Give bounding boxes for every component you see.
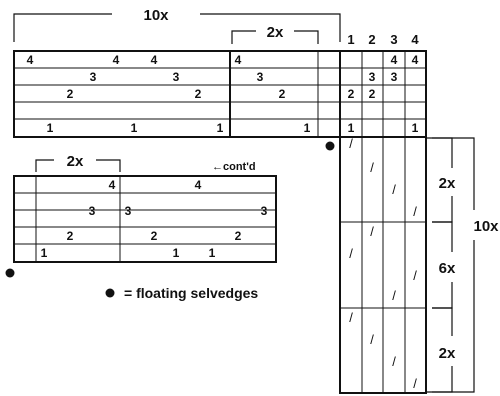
top-inner-repeat-label: 2x bbox=[267, 24, 284, 41]
side-total-bracket bbox=[426, 137, 475, 210]
treadle-mark: / bbox=[370, 332, 374, 347]
side-b-label: 6x bbox=[439, 260, 456, 277]
tieup-number: 1 bbox=[412, 121, 419, 135]
tieup-numbers: 4 4 3 3 2 2 1 1 bbox=[348, 53, 419, 135]
treadle-mark: / bbox=[392, 182, 396, 197]
treadle-mark: / bbox=[392, 354, 396, 369]
thread-number: 3 bbox=[261, 204, 268, 218]
thread-number: 2 bbox=[279, 87, 286, 101]
treadle-mark: / bbox=[370, 224, 374, 239]
top-inner-repeat-bracket bbox=[231, 30, 256, 44]
thread-number: 3 bbox=[89, 204, 96, 218]
legend-dot bbox=[105, 288, 115, 298]
thread-number: 2 bbox=[67, 229, 74, 243]
side-a-bracket bbox=[432, 137, 453, 168]
tieup-number: 2 bbox=[369, 87, 376, 101]
treadle-mark: / bbox=[413, 204, 417, 219]
treadle-mark: / bbox=[370, 160, 374, 175]
treadling-marks: / / / / / / / / / / / / bbox=[349, 136, 417, 391]
treadle-mark: / bbox=[413, 268, 417, 283]
thread-number: 1 bbox=[47, 121, 54, 135]
shaft-headers: 1 2 3 4 bbox=[347, 32, 419, 47]
thread-number: 3 bbox=[125, 204, 132, 218]
side-total-label: 10x bbox=[473, 218, 499, 235]
treadle-mark: / bbox=[349, 136, 353, 151]
thread-number: 4 bbox=[195, 178, 202, 192]
threading-cont-numbers: 4 4 3 3 3 2 2 2 1 1 1 bbox=[41, 178, 268, 260]
thread-number: 3 bbox=[257, 70, 264, 84]
thread-number: 4 bbox=[235, 53, 242, 67]
tieup-number: 1 bbox=[348, 121, 355, 135]
side-b-bracket bbox=[432, 221, 453, 252]
tieup-number: 4 bbox=[412, 53, 419, 67]
cont-note: ←cont'd bbox=[212, 161, 256, 173]
thread-number: 3 bbox=[173, 70, 180, 84]
shaft-header: 2 bbox=[368, 32, 375, 47]
treadle-mark: / bbox=[413, 376, 417, 391]
thread-number: 1 bbox=[131, 121, 138, 135]
selvedge-dot-main bbox=[325, 141, 335, 151]
thread-number: 1 bbox=[209, 246, 216, 260]
tieup-number: 3 bbox=[391, 70, 398, 84]
threading-main-numbers: 4 4 4 4 3 3 3 2 2 2 1 1 1 1 bbox=[27, 53, 311, 135]
side-c-bracket bbox=[432, 307, 453, 336]
thread-number: 2 bbox=[151, 229, 158, 243]
shaft-header: 4 bbox=[411, 32, 419, 47]
thread-number: 2 bbox=[235, 229, 242, 243]
cont-repeat-label: 2x bbox=[67, 153, 84, 170]
threading-main-grid bbox=[13, 50, 341, 138]
threading-cont-grid bbox=[13, 175, 277, 263]
side-c-label: 2x bbox=[439, 345, 456, 362]
tieup-number: 2 bbox=[348, 87, 355, 101]
thread-number: 3 bbox=[90, 70, 97, 84]
thread-number: 2 bbox=[67, 87, 74, 101]
tieup-number: 4 bbox=[391, 53, 398, 67]
thread-number: 4 bbox=[109, 178, 116, 192]
selvedge-dot-cont bbox=[5, 268, 15, 278]
legend-text: = floating selvedges bbox=[124, 285, 258, 301]
shaft-header: 1 bbox=[347, 32, 354, 47]
top-repeat-label: 10x bbox=[143, 7, 169, 24]
side-a-label: 2x bbox=[439, 175, 456, 192]
treadle-mark: / bbox=[392, 288, 396, 303]
cont-repeat-bracket bbox=[35, 159, 54, 172]
top-repeat-bracket bbox=[13, 13, 112, 42]
thread-number: 1 bbox=[217, 121, 224, 135]
thread-number: 4 bbox=[113, 53, 120, 67]
thread-number: 2 bbox=[195, 87, 202, 101]
thread-number: 1 bbox=[173, 246, 180, 260]
thread-number: 4 bbox=[151, 53, 158, 67]
thread-number: 1 bbox=[41, 246, 48, 260]
treadle-mark: / bbox=[349, 246, 353, 261]
thread-number: 1 bbox=[304, 121, 311, 135]
thread-number: 4 bbox=[27, 53, 34, 67]
shaft-header: 3 bbox=[390, 32, 397, 47]
tieup-number: 3 bbox=[369, 70, 376, 84]
treadle-mark: / bbox=[349, 310, 353, 325]
